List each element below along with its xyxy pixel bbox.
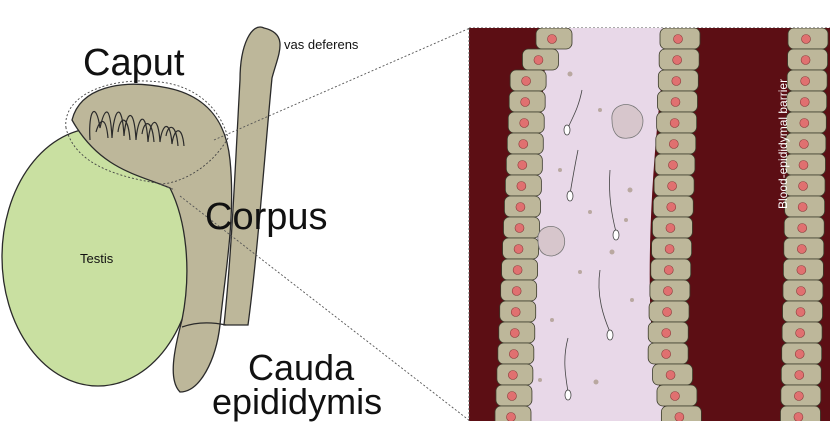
cell-nucleus — [798, 224, 807, 233]
cell-nucleus — [801, 77, 810, 86]
cell-nucleus — [666, 371, 675, 380]
cell-nucleus — [663, 287, 672, 296]
cell-nucleus — [796, 308, 805, 317]
cell-nucleus — [520, 119, 529, 128]
cell-nucleus — [672, 77, 681, 86]
cell-nucleus — [795, 371, 804, 380]
cell-nucleus — [794, 392, 803, 401]
cell-nucleus — [797, 266, 806, 275]
cell-nucleus — [673, 56, 682, 65]
cell-nucleus — [670, 119, 679, 128]
cell-nucleus — [507, 392, 516, 401]
cell-nucleus — [663, 308, 672, 317]
cell-nucleus — [670, 392, 679, 401]
cell-nucleus — [666, 224, 675, 233]
cell-nucleus — [796, 329, 805, 338]
cell-nucleus — [667, 203, 676, 212]
cell-nucleus — [669, 140, 678, 149]
cell-nucleus — [668, 161, 677, 170]
cell-nucleus — [675, 413, 684, 422]
vas-deferens — [224, 27, 280, 325]
cell-nucleus — [522, 77, 531, 86]
epididymis-label: epididymis — [212, 384, 382, 420]
cell-nucleus — [509, 350, 518, 359]
vas-deferens-label: vas deferens — [284, 38, 358, 51]
cell-nucleus — [508, 371, 517, 380]
cell-nucleus — [795, 350, 804, 359]
cell-nucleus — [799, 140, 808, 149]
cell-nucleus — [514, 245, 523, 254]
cell-nucleus — [662, 329, 671, 338]
cell-nucleus — [506, 413, 515, 422]
cell-nucleus — [512, 287, 521, 296]
cell-nucleus — [802, 35, 811, 44]
cell-nucleus — [800, 98, 809, 107]
cell-nucleus — [511, 308, 520, 317]
cell-nucleus — [674, 35, 683, 44]
cell-nucleus — [519, 140, 528, 149]
cell-nucleus — [797, 245, 806, 254]
cell-nucleus — [668, 182, 677, 191]
cell-nucleus — [513, 266, 522, 275]
cell-nucleus — [801, 56, 810, 65]
cell-nucleus — [662, 350, 671, 359]
cell-nucleus — [516, 203, 525, 212]
cell-nucleus — [799, 161, 808, 170]
cell-nucleus — [664, 266, 673, 275]
barrier-label: Blood-epididymal barrier — [777, 79, 789, 209]
cell-nucleus — [794, 413, 803, 422]
cell-nucleus — [517, 182, 526, 191]
cell-nucleus — [518, 161, 527, 170]
cell-nucleus — [671, 98, 680, 107]
cell-nucleus — [800, 119, 809, 128]
caput-label: Caput — [83, 44, 184, 82]
cell-nucleus — [510, 329, 519, 338]
testis-label: Testis — [80, 252, 113, 265]
cell-nucleus — [796, 287, 805, 296]
cell-nucleus — [515, 224, 524, 233]
corpus-label: Corpus — [205, 198, 328, 236]
cell-nucleus — [799, 182, 808, 191]
cell-nucleus — [534, 56, 543, 65]
cell-nucleus — [521, 98, 530, 107]
cell-nucleus — [798, 203, 807, 212]
cell-nucleus — [548, 35, 557, 44]
cell-nucleus — [665, 245, 674, 254]
